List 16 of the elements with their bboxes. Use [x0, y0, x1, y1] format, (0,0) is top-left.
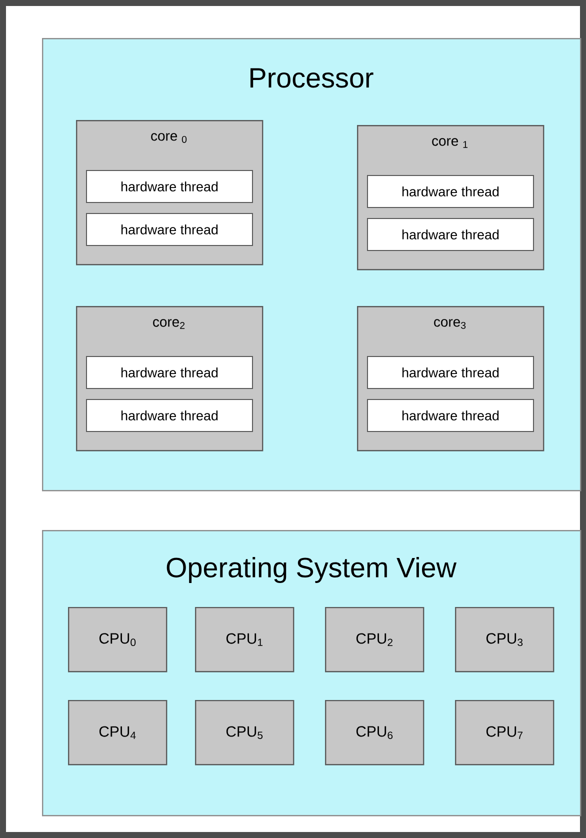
thread-box: hardware thread — [367, 218, 534, 251]
thread-box: hardware thread — [86, 399, 253, 432]
thread-box: hardware thread — [367, 399, 534, 432]
cpu-box: CPU$_{7}$ — [455, 700, 554, 766]
cpu-box: CPU$_{5}$ — [195, 700, 294, 766]
thread-box: hardware thread — [367, 356, 534, 389]
cpu-box: CPU$_{6}$ — [325, 700, 424, 766]
thread-box: hardware thread — [86, 170, 253, 203]
thread-box: hardware thread — [367, 175, 534, 208]
thread-box: hardware thread — [86, 356, 253, 389]
cpu-box: CPU$_{2}$ — [325, 607, 424, 672]
cpu-box: CPU$_{1}$ — [195, 607, 294, 672]
cpu-box: CPU$_{4}$ — [68, 700, 168, 766]
cpu-box: CPU$_{0}$ — [68, 607, 168, 672]
cpu-box: CPU$_{3}$ — [455, 607, 554, 672]
thread-box: hardware thread — [86, 213, 253, 246]
